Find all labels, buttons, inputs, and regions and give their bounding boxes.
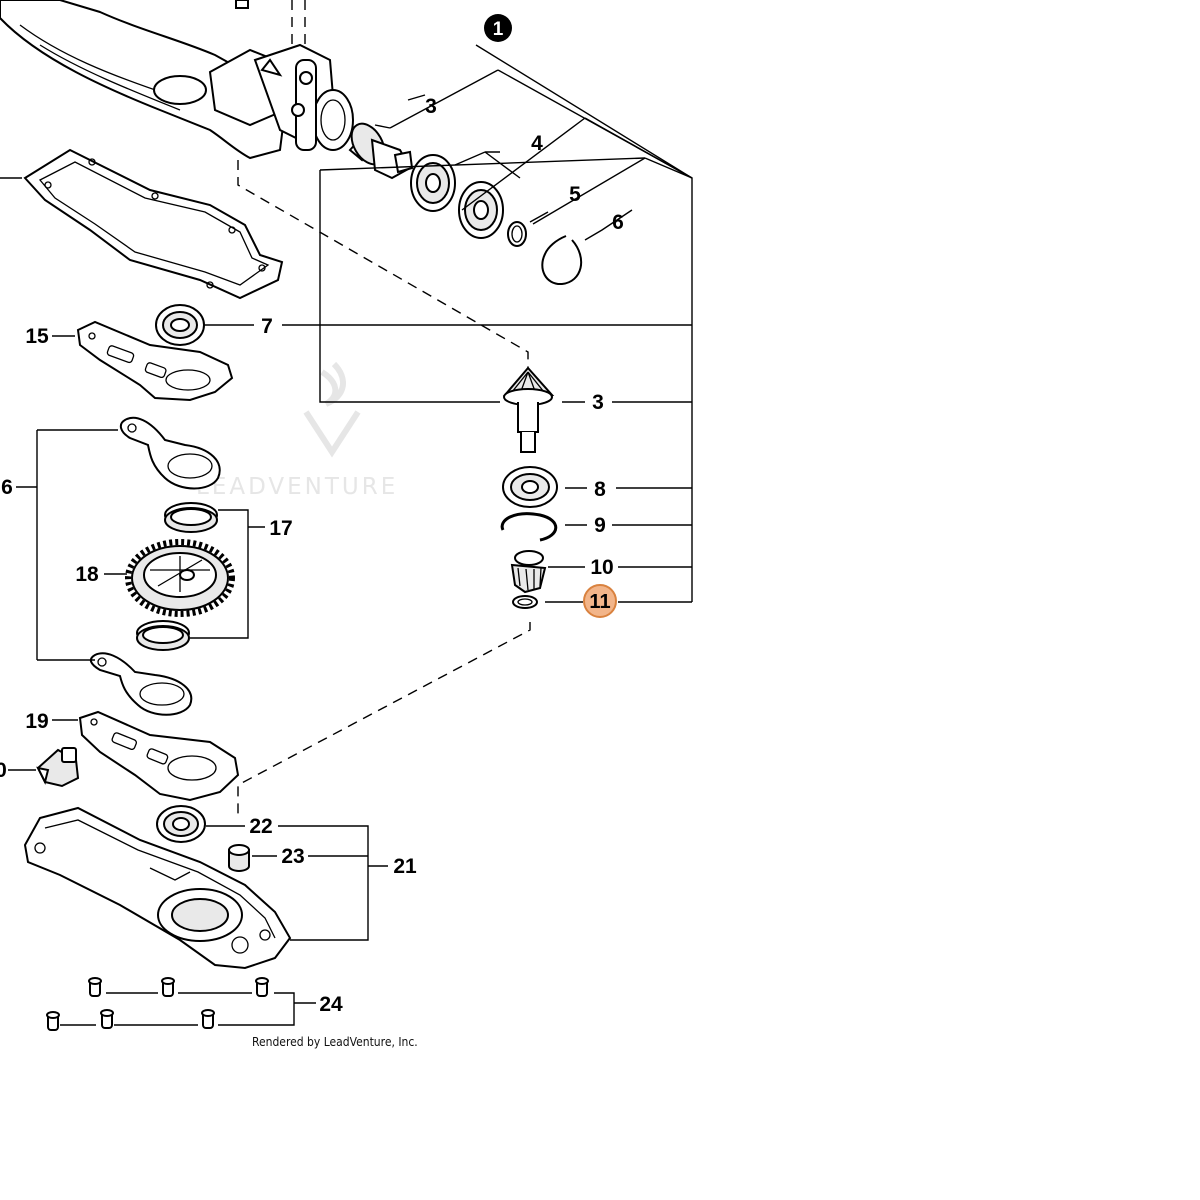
- plate-15: [76, 320, 234, 402]
- callout-5: 5: [569, 183, 581, 206]
- spacer-ring: [507, 221, 527, 247]
- upper-gear-housing: [0, 0, 354, 160]
- callout-17: 17: [269, 517, 292, 540]
- callout-24: 24: [319, 993, 343, 1016]
- callout-19: 19: [25, 710, 48, 733]
- callout-7: 7: [261, 315, 273, 338]
- screw-icon: [201, 1009, 215, 1029]
- bearing-pair: [410, 154, 504, 239]
- callout-1-badge: 1: [484, 14, 512, 42]
- bearing-8: [502, 466, 558, 508]
- bearing-22: [156, 805, 206, 843]
- bearing-7: [155, 304, 205, 346]
- highlight-circle[interactable]: [583, 584, 617, 618]
- crank-arm-upper: [119, 416, 221, 490]
- callout-18: 18: [75, 563, 99, 586]
- render-credit: Rendered by LeadVenture, Inc.: [252, 1035, 418, 1049]
- screw-icon: [100, 1009, 114, 1029]
- callout-6: 6: [612, 211, 624, 234]
- watermark: LEADVENTURE: [196, 361, 398, 500]
- callout-4: 4: [531, 132, 543, 155]
- crank-arm-lower: [89, 652, 193, 716]
- callout-16: 6: [1, 476, 13, 499]
- needle-bearing-bottom: [136, 620, 190, 651]
- bevel-gear-shaft: [502, 366, 555, 453]
- watermark-text: LEADVENTURE: [196, 474, 398, 500]
- callout-1-label: 1: [493, 19, 504, 40]
- callout-20: 0: [0, 759, 7, 782]
- screw-set: [46, 977, 269, 1031]
- callout-8: 8: [594, 478, 606, 501]
- upper-gasket: [23, 148, 284, 300]
- callout-3-upper: 3: [425, 95, 437, 118]
- callout-10: 10: [590, 556, 613, 579]
- screw-icon: [255, 977, 269, 997]
- screw-icon: [88, 977, 102, 997]
- circlip-9: [500, 512, 558, 542]
- circlip-upper: [541, 235, 582, 286]
- lower-gear-housing: [23, 806, 292, 970]
- needle-bearing-top: [164, 502, 218, 533]
- callout-11[interactable]: 11: [589, 591, 610, 613]
- clip-20: [36, 747, 80, 788]
- callout-23: 23: [281, 845, 304, 868]
- callout-9: 9: [594, 514, 606, 537]
- plate-19: [78, 710, 240, 802]
- callout-22: 22: [249, 815, 272, 838]
- callout-15: 15: [25, 325, 49, 348]
- pinion-10: [510, 550, 547, 594]
- callout-labels: 3 4 5 6 7 15 3 6 17 8 9 10 18 19 0 22 23…: [0, 95, 624, 1016]
- callout-11-highlight[interactable]: 11: [583, 584, 617, 618]
- callout-3-middle: 3: [592, 391, 604, 414]
- dashed-center-lines: [237, 0, 531, 815]
- screw-icon: [161, 977, 175, 997]
- callout-21: 21: [393, 855, 417, 878]
- o-ring-11: [512, 595, 538, 609]
- large-gear: [125, 539, 235, 617]
- leader-lines: [0, 44, 693, 1026]
- bushing-23: [228, 844, 250, 872]
- watermark-logo-icon: [303, 361, 361, 458]
- screw-icon: [46, 1011, 60, 1031]
